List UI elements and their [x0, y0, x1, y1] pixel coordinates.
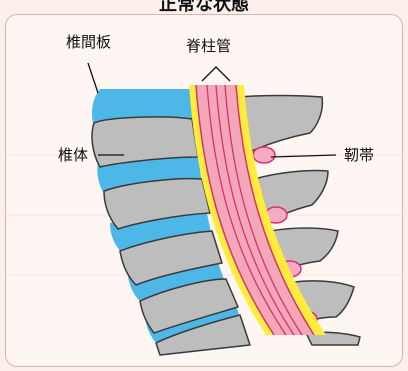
label-vertebral-body: 椎体	[58, 146, 88, 164]
ligament-1	[253, 147, 275, 163]
diagram-panel: 椎間板 脊柱管 椎体 靭帯	[5, 14, 403, 367]
label-spinal-canal: 脊柱管	[186, 37, 231, 55]
leader-canal	[202, 67, 230, 81]
label-intervertebral-disc: 椎間板	[66, 33, 111, 51]
spine-diagram	[6, 15, 403, 367]
leader-disc	[88, 63, 98, 93]
label-ligament: 靭帯	[344, 146, 374, 164]
